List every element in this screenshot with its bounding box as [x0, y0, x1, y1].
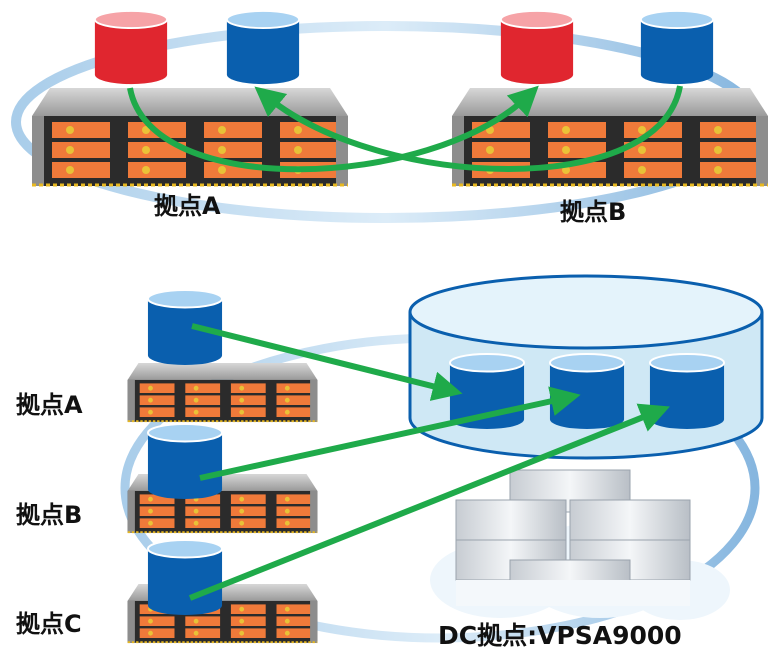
- pool-volume-3-icon: [648, 352, 726, 431]
- bottom-site-a-label: 拠点A: [16, 391, 83, 419]
- site-c-volume-icon: [146, 538, 224, 617]
- top-site-a-label: 拠点A: [154, 192, 221, 220]
- arrow-site-c-to-dc: [188, 403, 670, 601]
- arrow-site-b-to-dc: [199, 386, 581, 481]
- site-a-volume-icon: [146, 288, 224, 367]
- cloud-server-icon: [430, 469, 730, 620]
- bottom-site-b-label: 拠点B: [16, 501, 83, 529]
- top-section: [11, 10, 770, 223]
- dc-site-label: DC拠点:VPSA9000: [438, 621, 682, 650]
- site-a-blue-volume-icon: [225, 10, 301, 86]
- site-a-red-volume-icon: [93, 10, 169, 86]
- top-site-b-label: 拠点B: [560, 198, 627, 226]
- pool-volume-2-icon: [548, 352, 626, 431]
- replication-arrow-b-to-a: [254, 85, 683, 172]
- bottom-site-c-label: 拠点C: [16, 610, 82, 638]
- replication-arrow-a-to-b: [127, 85, 539, 173]
- arrow-site-a-to-dc: [191, 323, 463, 401]
- bottom-section: [120, 274, 764, 644]
- site-a-chassis: [126, 363, 319, 423]
- site-b-volume-icon: [146, 422, 224, 501]
- site-b-blue-volume-icon: [639, 10, 715, 86]
- site-b-red-volume-icon: [499, 10, 575, 86]
